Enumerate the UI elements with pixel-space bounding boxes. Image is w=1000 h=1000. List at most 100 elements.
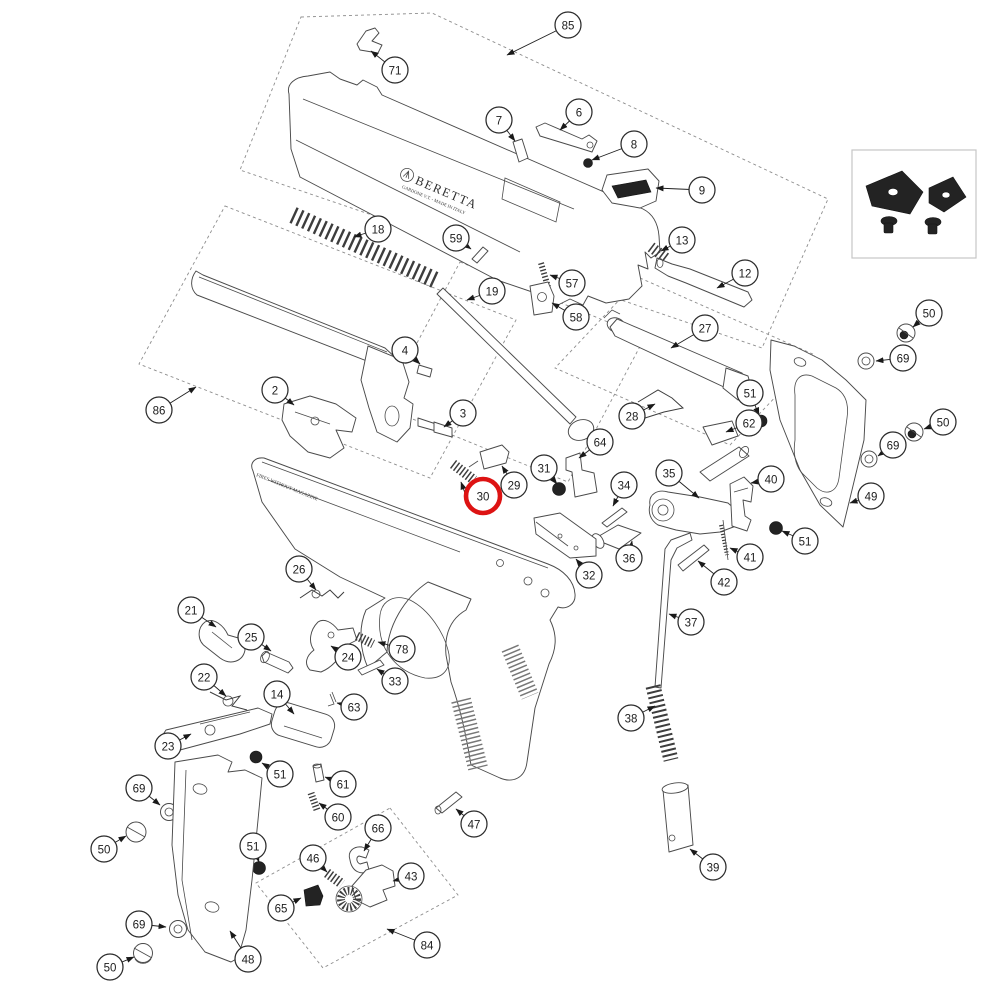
svg-text:62: 62 <box>743 418 756 430</box>
callout-28[interactable]: 28 <box>618 402 646 430</box>
callout-26[interactable]: 26 <box>285 555 313 583</box>
svg-text:12: 12 <box>739 268 752 280</box>
callout-65[interactable]: 65 <box>267 894 295 922</box>
callout-34[interactable]: 34 <box>610 471 638 499</box>
callout-50[interactable]: 50 <box>90 835 118 863</box>
callout-25[interactable]: 25 <box>237 623 265 651</box>
callout-47[interactable]: 47 <box>460 810 488 838</box>
callout-71[interactable]: 71 <box>381 56 409 84</box>
callout-13[interactable]: 13 <box>668 226 696 254</box>
callout-59[interactable]: 59 <box>442 224 470 252</box>
callout-41[interactable]: 41 <box>736 543 764 571</box>
callout-51[interactable]: 51 <box>736 379 764 407</box>
callout-69[interactable]: 69 <box>879 431 907 459</box>
callout-4[interactable]: 4 <box>391 336 419 364</box>
callout-51[interactable]: 51 <box>239 832 267 860</box>
part-47-pin <box>434 791 463 815</box>
part-19-recoil-spring-guide <box>436 287 595 441</box>
callout-3[interactable]: 3 <box>449 399 477 427</box>
callout-49[interactable]: 49 <box>857 482 885 510</box>
svg-text:69: 69 <box>133 919 146 931</box>
svg-text:40: 40 <box>765 474 778 486</box>
part-frame: FIRES WITHOUT MAGAZINE <box>251 457 576 781</box>
part-43-hammer-spring-housing <box>335 864 396 913</box>
callout-14[interactable]: 14 <box>263 680 291 708</box>
beretta-trident-logo <box>400 168 414 182</box>
callout-18[interactable]: 18 <box>364 215 392 243</box>
callout-36[interactable]: 36 <box>615 544 643 572</box>
part-22-spring <box>209 691 248 711</box>
svg-text:19: 19 <box>486 286 499 298</box>
callout-78[interactable]: 78 <box>388 635 416 663</box>
callout-86[interactable]: 86 <box>145 396 173 424</box>
callout-12[interactable]: 12 <box>731 259 759 287</box>
svg-text:6: 6 <box>576 107 582 119</box>
callout-43[interactable]: 43 <box>397 862 425 890</box>
svg-text:8: 8 <box>631 139 637 151</box>
part-25-pin <box>260 650 294 674</box>
callout-29[interactable]: 29 <box>500 471 528 499</box>
callout-85[interactable]: 85 <box>554 11 582 39</box>
callout-51[interactable]: 51 <box>266 760 294 788</box>
callout-40[interactable]: 40 <box>757 465 785 493</box>
callout-6[interactable]: 6 <box>565 98 593 126</box>
callout-27[interactable]: 27 <box>691 314 719 342</box>
callout-37[interactable]: 37 <box>677 608 705 636</box>
callout-61[interactable]: 61 <box>329 770 357 798</box>
callout-22[interactable]: 22 <box>190 663 218 691</box>
callout-42[interactable]: 42 <box>710 568 738 596</box>
svg-text:63: 63 <box>348 702 361 714</box>
callout-50[interactable]: 50 <box>929 408 957 436</box>
svg-text:66: 66 <box>372 823 385 835</box>
part-51-bushing <box>252 861 266 875</box>
callout-31[interactable]: 31 <box>530 454 558 482</box>
part-58-block <box>529 281 555 316</box>
svg-text:50: 50 <box>937 417 950 429</box>
callout-33[interactable]: 33 <box>381 667 409 695</box>
svg-text:23: 23 <box>162 741 175 753</box>
callout-30-highlighted[interactable]: 30 <box>463 476 503 516</box>
part-41-plunger-spring <box>719 519 729 561</box>
callout-7[interactable]: 7 <box>485 106 513 134</box>
callout-64[interactable]: 64 <box>586 428 614 456</box>
callout-62[interactable]: 62 <box>735 409 763 437</box>
callout-66[interactable]: 66 <box>364 814 392 842</box>
callout-69[interactable]: 69 <box>125 910 153 938</box>
part-barrel <box>191 270 414 443</box>
callout-21[interactable]: 21 <box>177 596 205 624</box>
svg-text:13: 13 <box>676 235 689 247</box>
callout-2[interactable]: 2 <box>261 376 289 404</box>
part-37-hammer-strut <box>654 532 693 689</box>
callout-32[interactable]: 32 <box>575 561 603 589</box>
part-18-recoil-spring <box>289 207 439 288</box>
svg-text:58: 58 <box>570 312 583 324</box>
part-21-decock-lever <box>198 620 246 663</box>
callout-50[interactable]: 50 <box>915 299 943 327</box>
callout-84[interactable]: 84 <box>413 931 441 959</box>
callout-51[interactable]: 51 <box>791 527 819 555</box>
svg-text:22: 22 <box>198 672 211 684</box>
callout-38[interactable]: 38 <box>617 704 645 732</box>
callout-35[interactable]: 35 <box>655 459 683 487</box>
callout-23[interactable]: 23 <box>154 732 182 760</box>
svg-text:3: 3 <box>460 408 466 420</box>
svg-text:4: 4 <box>402 345 409 357</box>
callout-bubbles: 8571768913121859195758423862728516264313… <box>90 11 957 981</box>
svg-text:21: 21 <box>185 605 198 617</box>
callout-69[interactable]: 69 <box>889 344 917 372</box>
callout-50[interactable]: 50 <box>96 953 124 981</box>
callout-46[interactable]: 46 <box>299 844 327 872</box>
callout-8[interactable]: 8 <box>620 130 648 158</box>
callout-63[interactable]: 63 <box>340 693 368 721</box>
part-46-spring <box>324 868 345 889</box>
callout-24[interactable]: 24 <box>334 643 362 671</box>
callout-19[interactable]: 19 <box>478 277 506 305</box>
callout-9[interactable]: 9 <box>688 176 716 204</box>
callout-39[interactable]: 39 <box>699 853 727 881</box>
callout-69[interactable]: 69 <box>125 774 153 802</box>
callout-58[interactable]: 58 <box>562 303 590 331</box>
callout-60[interactable]: 60 <box>324 803 352 831</box>
callout-48[interactable]: 48 <box>234 945 262 973</box>
svg-text:85: 85 <box>562 20 575 32</box>
callout-57[interactable]: 57 <box>558 269 586 297</box>
